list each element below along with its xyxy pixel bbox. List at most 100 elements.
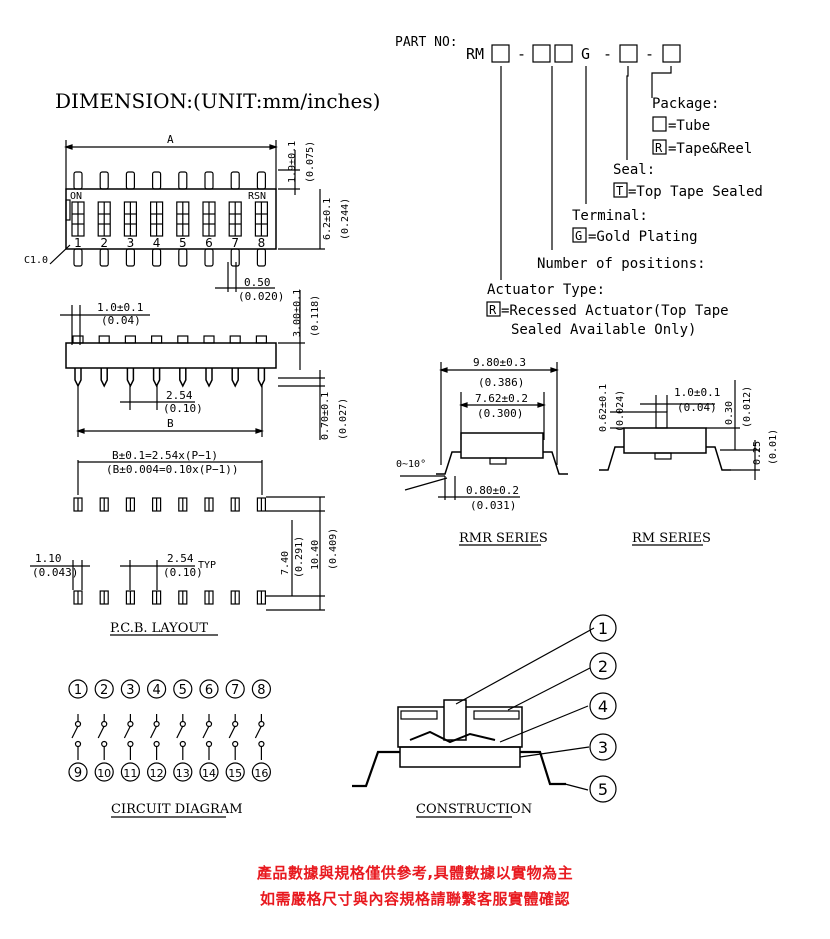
reel-box <box>652 139 667 155</box>
terminal-circle-top <box>199 679 219 699</box>
position-number: 8 <box>258 236 266 250</box>
code-box-pos-1 <box>532 44 551 63</box>
side-pins <box>74 368 266 388</box>
terminal-number-top: 5 <box>179 683 187 698</box>
switch-contact-bottom <box>101 740 108 748</box>
part-number-block: PART NO: RM - G - - Package: =Tube R =Ta… <box>395 35 763 338</box>
switch-body-side <box>65 342 277 369</box>
dim-025: 0.25 <box>752 441 763 465</box>
cons-cavity-right <box>473 710 520 720</box>
terminal-circle-bottom <box>120 762 140 782</box>
rmr-body <box>460 432 544 459</box>
dim-1040: 10.40 <box>310 540 321 570</box>
cons-cavity-left <box>400 710 438 720</box>
terminal-number-bottom: 10 <box>97 767 111 780</box>
side-actuator-tab <box>72 335 84 344</box>
package-label: Package: <box>652 96 719 112</box>
terminal-code: G <box>581 45 590 63</box>
switch-contact-top <box>127 720 134 728</box>
dim-062-in: (0.024) <box>615 390 626 432</box>
switch-blade <box>254 725 262 739</box>
position-number: 3 <box>127 236 135 250</box>
actuator-box <box>486 301 501 317</box>
switch-contact-bottom <box>153 740 160 748</box>
rmr-title: RMR SERIES <box>459 531 548 546</box>
terminal-number-bottom: 16 <box>254 767 268 780</box>
switch-contact-top <box>232 720 239 728</box>
top-pin-lower <box>99 248 109 267</box>
switch-contact-bottom <box>179 740 186 748</box>
terminal-circle-bottom <box>94 762 114 782</box>
part-no-label: PART NO: <box>395 35 458 50</box>
rsn-label: RSN <box>248 191 266 202</box>
dim-62: 6.2±0.1 <box>322 198 333 240</box>
terminal-number-top: 7 <box>231 683 239 698</box>
dim-10: 1.0±0.1 <box>97 301 143 314</box>
cons-actuator <box>443 699 467 741</box>
note-line-2: 如需嚴格尺寸與內容規格請聯繫客服實體確認 <box>259 890 570 908</box>
callout-number: 3 <box>598 738 608 757</box>
terminal-box-code: G <box>575 229 582 243</box>
terminal-number-top: 2 <box>100 683 108 698</box>
terminal-circle-top <box>147 679 167 699</box>
dim-740-in: (0.291) <box>294 536 305 578</box>
top-pin-lower <box>230 248 240 267</box>
dim-762: 7.62±0.2 <box>475 392 528 405</box>
terminal-text: =Gold Plating <box>588 229 698 245</box>
rmr-right-lead <box>543 451 568 475</box>
pcb-title: P.C.B. LAYOUT <box>110 621 208 636</box>
switch-body-top <box>65 188 277 250</box>
terminal-circle-top <box>120 679 140 699</box>
side-actuator-tab <box>203 335 215 344</box>
actuator-label: Actuator Type: <box>487 282 605 298</box>
callout-number: 5 <box>598 780 608 799</box>
dim-110-in: (0.043) <box>32 566 78 579</box>
switch-contact-bottom <box>74 740 82 748</box>
side-actuator-tab <box>124 335 137 344</box>
side-actuator-tab <box>151 335 163 344</box>
sep-3: - <box>645 45 654 63</box>
pcb-pads-bottom <box>73 590 266 605</box>
dim-254-in: (0.10) <box>163 402 203 415</box>
dim-1040-in: (0.409) <box>328 528 339 570</box>
terminal-circle-top <box>68 679 88 699</box>
top-pin-upper <box>178 171 188 190</box>
dim-110: 1.10 <box>35 552 62 565</box>
terminal-circle-top <box>251 679 271 699</box>
switch-contact-top <box>101 720 108 728</box>
side-actuator-tab <box>255 335 267 344</box>
rmr-base-tab <box>489 457 507 465</box>
position-number: 1 <box>74 236 82 250</box>
callout-number: 1 <box>598 619 608 638</box>
position-number: 2 <box>100 236 108 250</box>
terminal-circle-bottom <box>251 762 271 782</box>
pcb-pads-top <box>73 497 266 512</box>
actuator-text-1: =Recessed Actuator(Top Tape <box>501 303 729 319</box>
seal-label: Seal: <box>613 162 655 178</box>
top-pin-upper <box>256 171 266 190</box>
dim-050: 0.50 <box>244 276 271 289</box>
dim-050-in: (0.020) <box>238 290 284 303</box>
rm-series-drawing: 1.0±0.1 (0.04) 0.62±0.1 (0.024) 0.30 (0.… <box>598 380 779 546</box>
rm-right-lead <box>706 446 731 471</box>
terminal-circle-bottom <box>173 762 193 782</box>
reel-text: =Tape&Reel <box>668 141 752 157</box>
typ-label: TYP <box>198 560 216 571</box>
terminal-number-top: 6 <box>205 683 213 698</box>
side-view: 1.0±0.1 (0.04) 3.00±0.1 (0.118) 0.70±0.1… <box>60 289 349 440</box>
switch-blade <box>150 725 158 739</box>
terminal-number-bottom: 12 <box>150 767 164 780</box>
leader-seal <box>626 66 629 160</box>
dim-030-in: (0.012) <box>742 386 753 428</box>
callout-circle <box>589 775 617 803</box>
sep-1: - <box>517 45 526 63</box>
switch-contact-bottom <box>205 740 213 748</box>
dim-300: 3.00±0.1 <box>292 289 303 337</box>
position-number: 5 <box>179 236 187 250</box>
top-pin-upper <box>73 171 83 190</box>
